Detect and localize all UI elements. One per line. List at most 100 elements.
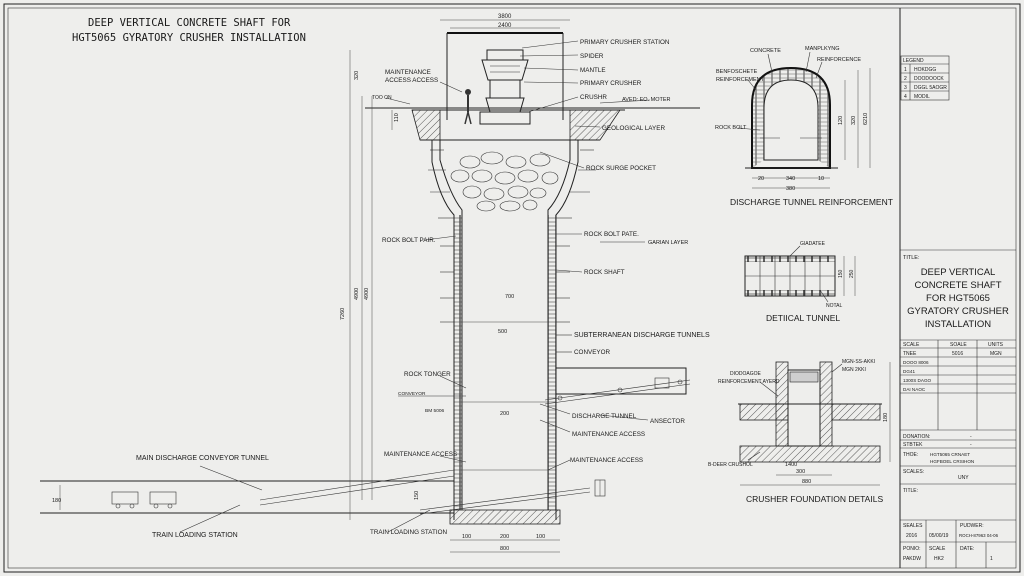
label-conveyor: CONVEYOR — [574, 349, 610, 356]
outer-border — [3, 3, 1021, 573]
tunnel-dim-r6210: 6210 — [863, 113, 869, 125]
found-label-1: DIODOAGOE — [730, 371, 762, 377]
tb-scale-h2: SOALE — [950, 342, 967, 348]
dim-150: 150 — [414, 491, 420, 500]
found-dim-1400: 1400 — [785, 462, 797, 468]
dim-3800: 3800 — [498, 14, 512, 20]
label-mantle: MANTLE — [580, 67, 606, 74]
label-train-loading-left: TRAIN LOADING STATION — [152, 532, 238, 539]
dim-100b: 100 — [536, 534, 545, 540]
tunnel-label-rock-bolt: ROCK BOLT — [715, 125, 747, 131]
label-crushr: CRUSHR — [580, 94, 607, 101]
tb-b-ponio-val: PAKDW — [903, 556, 921, 562]
label-maintenance-mid: MAINTENANCE ACCESS — [572, 431, 645, 438]
label-ansector: ANSECTOR — [650, 418, 685, 425]
label-rock-shaft: ROCK SHAFT — [584, 269, 625, 276]
dim-7260: 7260 — [340, 308, 346, 320]
rock-fill — [450, 151, 559, 212]
tb-b-seales: SEALES — [903, 523, 923, 529]
tb-scale-h1: SCALE — [903, 342, 920, 348]
label-geological-layer: GEOLOGICAL LAYER — [602, 125, 665, 132]
label-discharge-tunnel: DISCHARGE TUNNEL — [572, 413, 637, 420]
label-subterranean-tunnels: SUBTERRANEAN DISCHARGE TUNNELS — [574, 332, 710, 339]
tunnel-label-concrete: CONCRETE — [750, 48, 781, 54]
dim-500: 500 — [498, 329, 507, 335]
label-train-loading-bottom: TRAIN LOADING STATION — [370, 529, 448, 536]
detail-label-bottom: NOTAL — [826, 303, 843, 309]
main-shaft-section: 3800 2400 — [40, 14, 710, 553]
legend-row-3-text: DGGL 5AOGR — [914, 85, 947, 91]
dim-800: 800 — [500, 546, 509, 552]
label-maintenance-low: MAINTENANCE ACCESS — [570, 457, 643, 464]
detail-label-top: GIADATEE — [800, 241, 826, 247]
tunnel-dim-10: 10 — [818, 176, 824, 182]
crusher-foundation: 300 1400 880 180 DIODOAGOE REINFORCEMENT… — [708, 359, 891, 504]
rock-bolts — [428, 149, 596, 323]
tb-donation-val: - — [970, 434, 972, 440]
tb-stbtek-val: - — [970, 442, 972, 448]
tb-title-line-4: GYRATORY CRUSHER — [907, 306, 1009, 317]
label-primary-crusher-station: PRIMARY CRUSHER STATION — [580, 39, 670, 46]
tb-title-label: TITLE: — [903, 255, 920, 261]
title-block: TITLE: DEEP VERTICAL CONCRETE SHAFT FOR … — [899, 8, 1016, 568]
label-rock-bolt-pate: ROCK BOLT PATE. — [584, 231, 639, 238]
tb-misc-4: DAI NAOC — [903, 387, 926, 392]
dim-4900-b: 4900 — [364, 288, 370, 300]
discharge-tunnel-right — [544, 367, 691, 405]
foundation-title: CRUSHER FOUNDATION DETAILS — [746, 494, 883, 504]
tb-misc-3: 1300S DAGO — [903, 378, 932, 383]
drawing-title: DEEP VERTICAL CONCRETE SHAFT FOR HGT5065… — [72, 17, 306, 44]
dim-200: 200 — [500, 411, 509, 417]
worker-figure — [464, 89, 472, 125]
title-line-2: HGT5065 GYRATORY CRUSHER INSTALLATION — [72, 32, 306, 44]
label-top-on: TOO ON — [372, 95, 392, 101]
main-discharge-tunnel: 180 — [40, 469, 606, 515]
tb-b-date: 05/00/19 — [929, 533, 949, 539]
tb-title-line-3: FOR HGT5065 — [926, 293, 990, 304]
dim-100a: 100 — [462, 534, 471, 540]
legend: LEGEND 1 HOKDGG 2 DOODOOCK 3 DGGL 5AOGR … — [900, 55, 950, 101]
label-main-discharge-tunnel: MAIN DISCHARGE CONVEYOR TUNNEL — [136, 455, 269, 462]
label-maintenance-1: MAINTENANCE — [385, 69, 431, 76]
tb-b-ponio: PONIO: — [903, 546, 921, 552]
tunnel-detail-title: DISCHARGE TUNNEL REINFORCEMENT — [730, 197, 893, 207]
tunnel-dim-r320: 320 — [851, 116, 857, 125]
leader-lines — [179, 40, 651, 533]
tunnel-dim-r120: 120 — [838, 116, 844, 125]
label-spider: SPIDER — [580, 53, 604, 60]
tb-thoe-label: THOE: — [903, 452, 918, 458]
tunnel-dim-380: 380 — [786, 186, 795, 192]
legend-row-1-num: 1 — [904, 67, 907, 73]
dim-200-b: 200 — [500, 534, 509, 540]
tb-title-line-2: CONCRETE SHAFT — [914, 280, 1001, 291]
tb-b-date2: DATE: — [960, 546, 974, 552]
tb-row1-c: MGN — [990, 351, 1002, 357]
tb-title-line-5: INSTALLATION — [925, 319, 991, 330]
tunnel-label-reinforcence: REINFORCENCE — [817, 57, 861, 63]
tb-row1-b: 5016 — [952, 351, 963, 357]
found-label-2: REINFORCEMENT AYERD — [718, 379, 780, 385]
inner-border — [7, 7, 1017, 569]
label-primary-crusher: PRIMARY CRUSHER — [580, 80, 642, 87]
found-dim-300: 300 — [796, 469, 805, 475]
tb-donation: DONATION: — [903, 434, 930, 440]
tunnel-dim-340: 340 — [786, 176, 795, 182]
tunnel-label-reinf-1: BENFOSCHETE — [716, 69, 758, 75]
label-rock-tonger: ROCK TONGER — [404, 371, 451, 378]
tb-misc-1: DOOO 8006 — [903, 360, 929, 365]
label-conveyor-small: CONVEYOR — [398, 391, 426, 397]
tb-b-seales-val: 2016 — [906, 533, 917, 539]
tb-thoe-val-2: HGFBOEL CRSIHON — [930, 459, 974, 464]
tb-b-scale: SCALE — [929, 546, 946, 552]
tb-b-date2-val: 1 — [990, 556, 993, 562]
dim-4900: 4900 — [354, 288, 360, 300]
tb-misc-2: DG41 — [903, 369, 915, 374]
tb-title-line-1: DEEP VERTICAL — [921, 267, 996, 278]
dim-180: 180 — [52, 498, 61, 504]
dim-2400: 2400 — [498, 23, 512, 29]
tb-thoe-val-1: HGT5065 CRNAET — [930, 452, 970, 457]
found-label-4: MGN 2KKI — [842, 367, 866, 373]
label-garian-layer: GARIAN LAYER — [648, 240, 688, 246]
tb-scale-h3: UNITS — [988, 342, 1004, 348]
